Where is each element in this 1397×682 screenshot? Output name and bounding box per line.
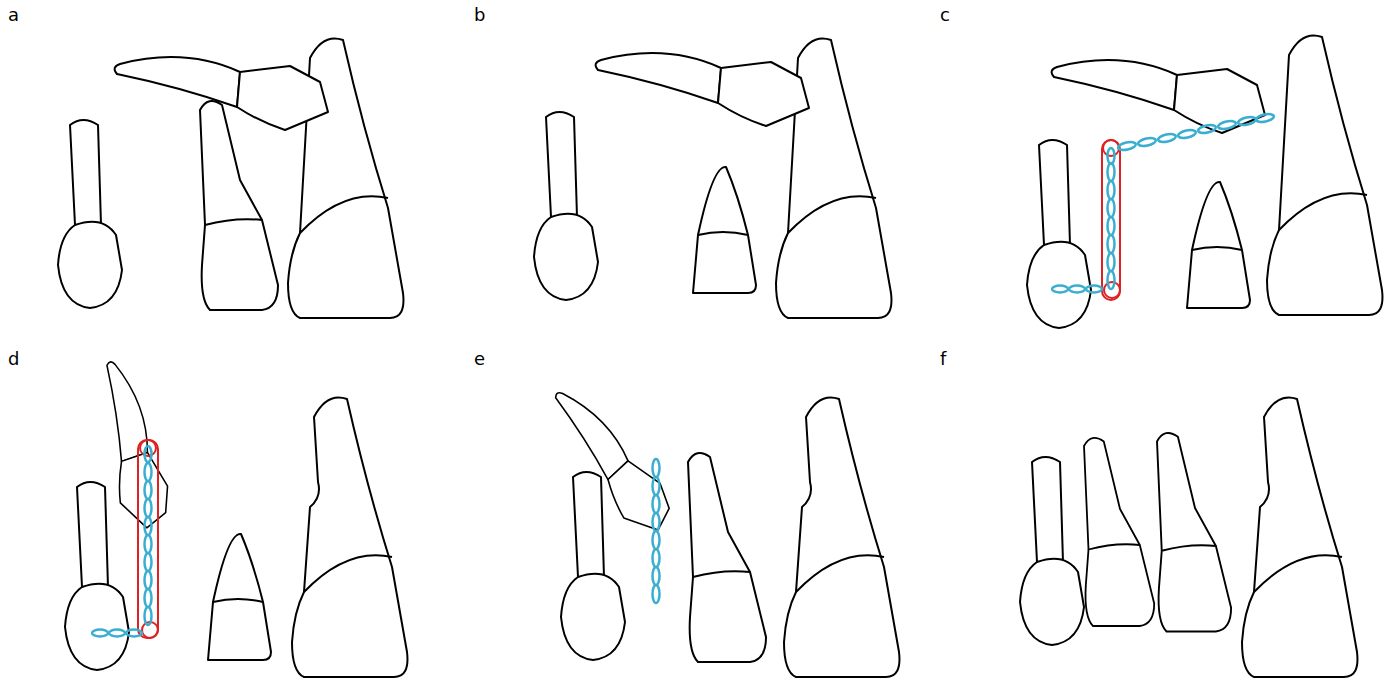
panel-letter: e — [474, 350, 485, 368]
panel-letter: a — [8, 6, 19, 24]
panel-letter: f — [940, 350, 946, 368]
panel-letter: d — [8, 350, 19, 368]
panel-letter: b — [474, 6, 485, 24]
panel-letter: c — [940, 6, 950, 24]
